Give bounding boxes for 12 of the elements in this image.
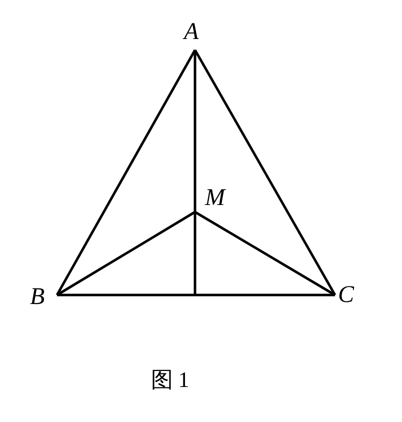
line-segment <box>56 210 196 296</box>
vertex-label: C <box>338 283 354 307</box>
line-segment <box>56 49 196 296</box>
vertex-label: M <box>205 186 225 210</box>
vertex-label: B <box>30 285 45 309</box>
figure-caption: 图 1 <box>150 368 190 392</box>
vertex-label: A <box>184 20 199 44</box>
line-segment <box>194 49 336 296</box>
line-segment <box>194 210 336 296</box>
line-segment <box>194 50 196 212</box>
line-segment <box>194 212 196 295</box>
line-segment <box>57 294 335 296</box>
